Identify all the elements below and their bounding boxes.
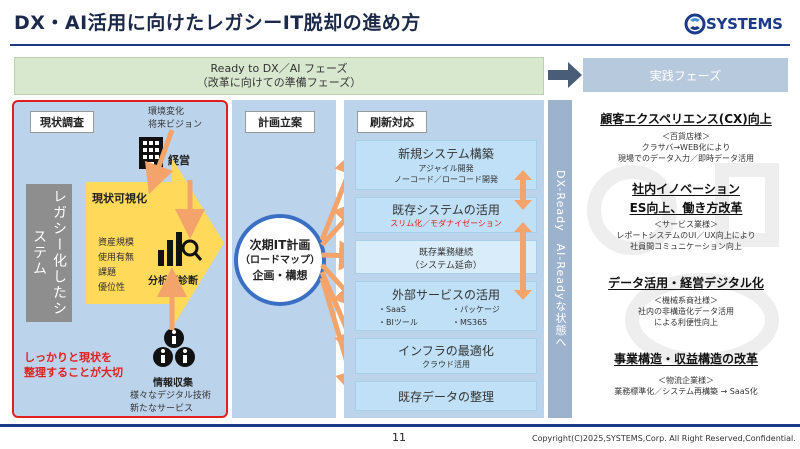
footer-divider: [0, 424, 800, 427]
visualize-item: 優位性: [98, 283, 126, 293]
survey-label: 現状調査: [30, 111, 94, 133]
info-collection-line1: 様々なデジタル技術: [130, 391, 211, 401]
ready-phase-subtitle: （改革に向けての準備フェーズ）: [196, 76, 362, 89]
outcome-line: レポートシステムのUI／UX向上により: [616, 231, 756, 240]
ready-state-label: DX-Ready AI-Readyな状態へ: [554, 169, 567, 349]
continue-title: 既存業務継続: [418, 248, 473, 258]
company-logo: SYSTEMS: [684, 12, 794, 36]
existing-system-title: 既存システムの活用: [392, 203, 500, 217]
roadmap-line1: 次期IT計画: [249, 237, 311, 252]
roadmap-line3: 企画・構想: [252, 268, 308, 282]
outcome-line: による利便性向上: [654, 318, 718, 327]
copyright-text: Copyright(C)2025,SYSTEMS,Corp. All Right…: [532, 434, 796, 443]
roadmap-circle: 次期IT計画 （ロードマップ） 企画・構想: [234, 214, 326, 306]
external-service-box: 外部サービスの活用 ・SaaS ・パッケージ ・BIツール ・MS365: [355, 281, 537, 331]
page-number: 11: [392, 431, 406, 444]
outcome-title: 顧客エクスペリエンス(CX)向上: [600, 112, 772, 126]
renew-label: 刷新対応: [357, 111, 427, 133]
outcome-innovation: 社内イノベーション ES向上、働き方改革 ＜サービス業様＞ レポートシステムのU…: [584, 180, 788, 252]
survey-conclusion-line1: しっかりと現状を: [24, 351, 112, 364]
external-item: ・BIツール: [378, 318, 418, 327]
env-change-line1: 環境変化: [148, 107, 185, 117]
visualize-list: 資産規模 使用有無 課題 優位性: [98, 236, 134, 296]
outcome-cx: 顧客エクスペリエンス(CX)向上 ＜百貨店様＞ クラサバ→WEB化により 現場で…: [584, 110, 788, 164]
information-icon: [153, 328, 195, 367]
plan-label: 計画立案: [245, 111, 315, 133]
implement-phase-banner: 実践フェーズ: [583, 58, 788, 92]
infra-sub: クラウド活用: [422, 360, 470, 369]
outcome-data: データ活用・経営デジタル化 ＜機械系商社様＞ 社内の非構造化データ活用 による利…: [584, 274, 788, 328]
outcome-line: 現場でのデータ入力／即時データ活用: [618, 154, 754, 163]
new-system-box: 新規システム構築 アジャイル開発 ノーコード／ローコード開発: [355, 140, 537, 190]
analysis-chart-icon: [158, 232, 202, 266]
phase-arrow-icon: [548, 62, 582, 88]
external-item: ・SaaS: [378, 305, 406, 314]
logo-text: SYSTEMS: [706, 15, 783, 33]
new-system-sub2: ノーコード／ローコード開発: [394, 175, 498, 184]
outcome-line: 業務標準化／システム再構築 → SaaS化: [614, 387, 758, 396]
outcome-line: 社員間コミュニケーション向上: [630, 242, 742, 251]
external-item: ・MS365: [452, 318, 488, 327]
legacy-system-box: レガシー化したシステム: [26, 184, 72, 322]
existing-system-sub: スリム化／モダナイゼーション: [390, 219, 502, 228]
page-title: DX・AI活用に向けたレガシーIT脱却の進め方: [14, 12, 421, 34]
env-change-text: 環境変化 将来ビジョン: [148, 106, 202, 132]
outcome-line: ＜機械系商社様＞: [654, 296, 718, 305]
outcome-line: ＜サービス業様＞: [654, 220, 718, 229]
outcome-line: ＜物流企業様＞: [658, 376, 714, 385]
infra-box: インフラの最適化 クラウド活用: [355, 338, 537, 374]
ready-phase-title: Ready to DX／AI フェーズ: [210, 62, 348, 75]
logo-mark-icon: [684, 13, 706, 35]
existing-system-box: 既存システムの活用 スリム化／モダナイゼーション: [355, 197, 537, 233]
info-collection-line2: 新たなサービス: [130, 404, 194, 414]
visualize-item: 資産規模: [98, 238, 135, 248]
info-collection-label: 情報収集: [153, 378, 193, 389]
ready-phase-banner: Ready to DX／AI フェーズ （改革に向けての準備フェーズ）: [14, 57, 544, 95]
survey-arrows-icon: [144, 129, 205, 330]
external-service-title: 外部サービスの活用: [391, 288, 500, 302]
data-box: 既存データの整理: [355, 381, 537, 411]
roadmap-line2: （ロードマップ）: [240, 254, 320, 266]
outcome-structure: 事業構造・収益構造の改革 ＜物流企業様＞ 業務標準化／システム再構築 → Saa…: [584, 350, 788, 397]
header-divider: [10, 44, 790, 46]
survey-conclusion: しっかりと現状を 整理することが大切: [24, 350, 123, 380]
infra-title: インフラの最適化: [398, 344, 494, 358]
external-item: ・パッケージ: [452, 305, 500, 314]
data-title: 既存データの整理: [397, 389, 494, 404]
outcome-line: ＜百貨店様＞: [662, 132, 710, 141]
visualize-item: 使用有無: [98, 253, 135, 263]
new-system-title: 新規システム構築: [398, 147, 494, 161]
outcome-line: 社内の非構造化データ活用: [638, 307, 734, 316]
outcome-title: データ活用・経営デジタル化: [608, 276, 764, 290]
visualize-item: 課題: [98, 268, 117, 278]
info-collection-text: 様々なデジタル技術 新たなサービス: [130, 390, 211, 416]
continue-sub: （システム延命）: [410, 261, 482, 271]
new-system-sub1: アジャイル開発: [418, 164, 474, 173]
decorative-background-icon: [587, 163, 779, 367]
legacy-system-label: レガシー化したシステム: [31, 189, 67, 317]
continue-box: 既存業務継続 （システム延命）: [355, 240, 537, 274]
outcome-title: 事業構造・収益構造の改革: [613, 352, 758, 366]
ready-state-bar: DX-Ready AI-Readyな状態へ: [548, 100, 572, 418]
env-change-line2: 将来ビジョン: [148, 120, 203, 130]
double-arrow-icon: [514, 170, 532, 300]
survey-conclusion-line2: 整理することが大切: [24, 366, 123, 379]
outcome-title2: ES向上、働き方改革: [629, 201, 743, 215]
visualize-label: 現状可視化: [92, 192, 147, 205]
outcome-title: 社内イノベーション: [632, 182, 740, 196]
outcome-line: クラサバ→WEB化により: [641, 143, 731, 152]
